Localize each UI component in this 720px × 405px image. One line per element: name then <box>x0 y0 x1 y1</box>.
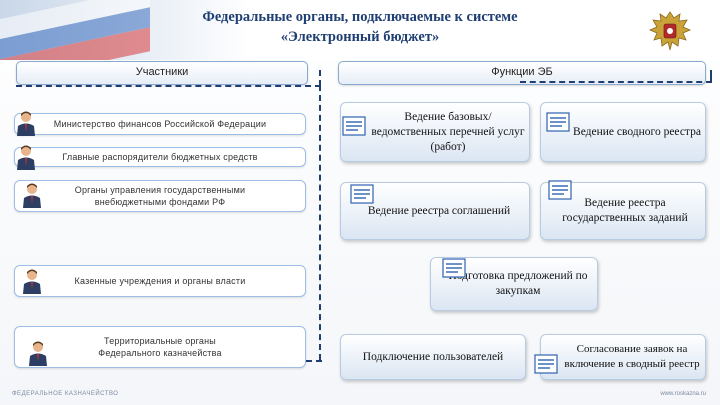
document-icon <box>534 354 558 374</box>
person-icon <box>17 145 35 170</box>
function-consolidated-register[interactable]: Ведение сводного реестра <box>540 102 706 162</box>
function-label: Согласование заявок на включение в сводн… <box>564 343 700 370</box>
person-icon <box>23 269 41 294</box>
function-label: Подготовка предложений по закупкам <box>448 270 588 297</box>
page-title: Федеральные органы, подключаемые к систе… <box>120 7 600 47</box>
participants-connector-horizontal <box>16 85 321 87</box>
participant-extrabudgetary-funds[interactable]: Органы управления государственными внебю… <box>14 180 306 212</box>
page-title-line-2: «Электронный бюджет» <box>280 29 440 45</box>
function-agreements-register[interactable]: Ведение реестра соглашений <box>340 182 530 240</box>
page-title-line-1: Федеральные органы, подключаемые к систе… <box>202 9 518 25</box>
footer-org-name: ФЕДЕРАЛЬНОЕ КАЗНАЧЕЙСТВО <box>12 391 119 397</box>
participants-header: Участники <box>16 61 308 85</box>
participant-label: Казенные учреждения и органы власти <box>74 276 246 286</box>
person-icon <box>17 111 35 136</box>
participant-treasury-branches[interactable]: Территориальные органы Федерального казн… <box>14 326 306 368</box>
footer-website-link[interactable]: www.roskazna.ru <box>660 391 706 397</box>
participant-label: Министерство финансов Российской Федерац… <box>53 119 267 129</box>
participant-budget-managers[interactable]: Главные распорядители бюджетных средств <box>14 147 306 167</box>
participants-dashed-line <box>319 85 321 360</box>
participant-label: Территориальные органы Федерального казн… <box>98 336 222 358</box>
function-label: Ведение базовых/ведомственных перечней у… <box>371 110 525 153</box>
function-label: Ведение реестра соглашений <box>367 204 511 217</box>
function-label: Ведение реестра государственных заданий <box>562 197 688 224</box>
functions-connector-horizontal <box>520 81 712 83</box>
person-icon <box>23 183 41 208</box>
participants-connector <box>319 70 321 86</box>
function-user-connection[interactable]: Подключение пользователей <box>340 334 526 380</box>
participants-connector-bottom <box>306 360 322 362</box>
document-icon <box>342 116 366 136</box>
participant-minfin[interactable]: Министерство финансов Российской Федерац… <box>14 113 306 135</box>
document-icon <box>350 184 374 204</box>
function-label: Ведение сводного реестра <box>573 125 701 138</box>
document-icon <box>546 112 570 132</box>
document-icon <box>442 258 466 278</box>
eagle-emblem-icon <box>648 11 692 51</box>
document-icon <box>548 180 572 200</box>
participant-state-institutions[interactable]: Казенные учреждения и органы власти <box>14 265 306 297</box>
function-label: Подключение пользователей <box>362 350 504 363</box>
function-base-lists[interactable]: Ведение базовых/ведомственных перечней у… <box>340 102 530 162</box>
participant-label: Главные распорядители бюджетных средств <box>62 152 258 162</box>
functions-connector <box>710 70 712 82</box>
person-icon <box>29 341 47 366</box>
participant-label: Органы управления государственными внебю… <box>74 185 246 207</box>
function-applications-approval[interactable]: Согласование заявок на включение в сводн… <box>540 334 706 380</box>
